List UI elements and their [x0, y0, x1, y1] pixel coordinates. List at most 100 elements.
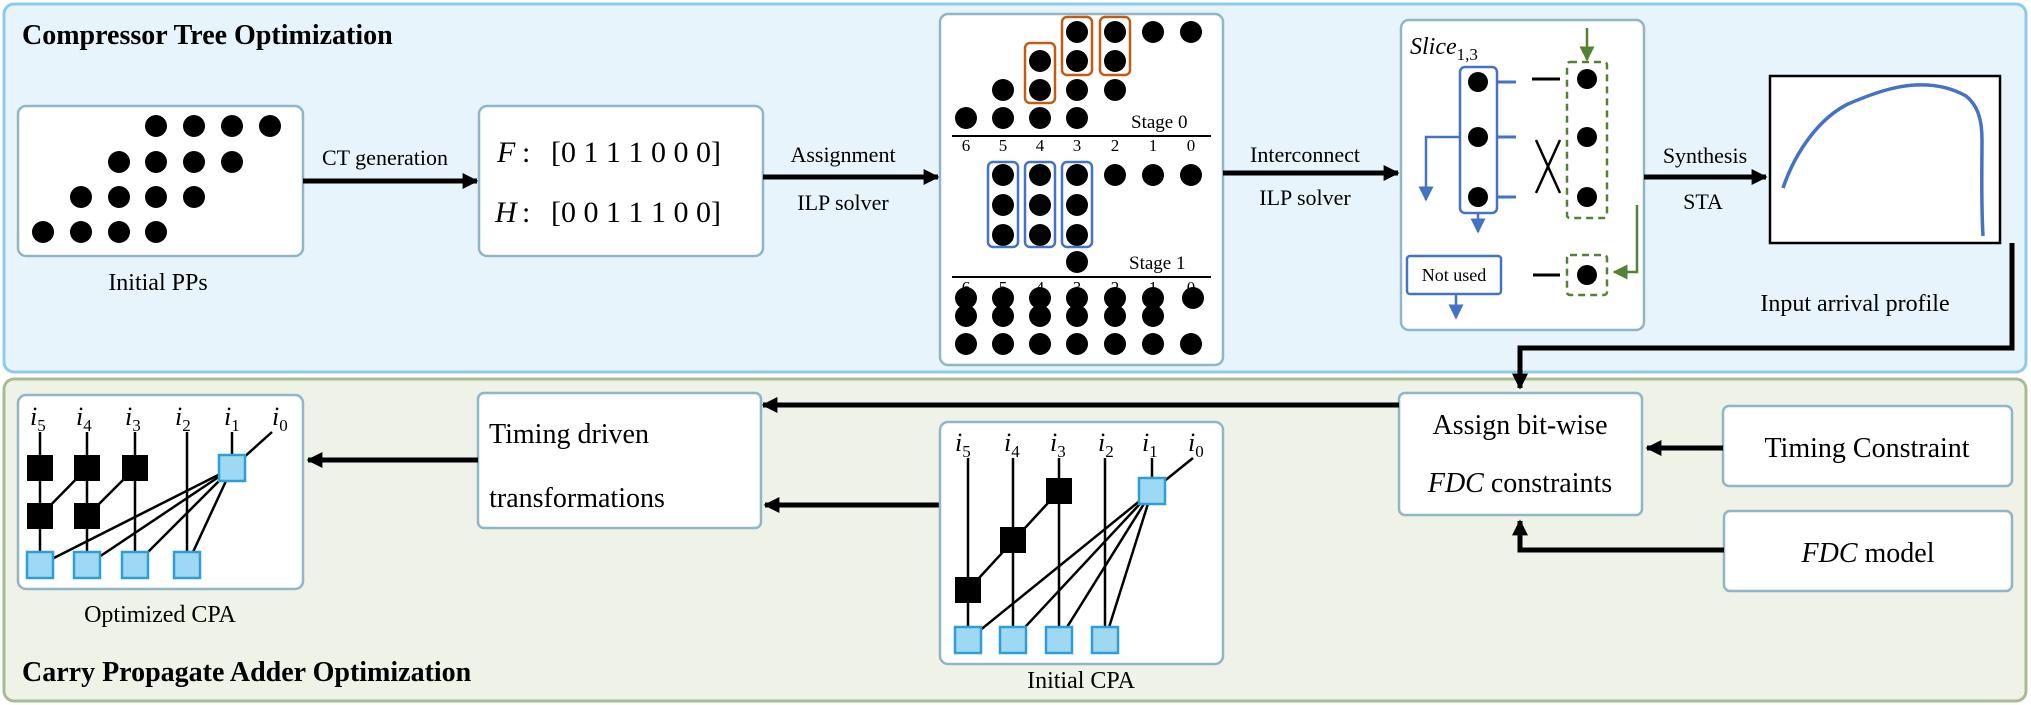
stage-dot [1142, 21, 1164, 43]
stage-dot [1029, 164, 1051, 186]
stage-dot [1180, 164, 1202, 186]
stage-column-label: 6 [962, 278, 971, 297]
pp-dot [70, 186, 92, 208]
stage-dot [955, 107, 977, 129]
stage-dot [955, 305, 977, 327]
fh-vector-box [477, 104, 765, 258]
stage-column-label: 4 [1036, 278, 1045, 297]
stage-dot [1104, 305, 1126, 327]
stage-dot [955, 333, 977, 355]
slice-subscript: 1,3 [1457, 45, 1478, 64]
cpa-black-cell [74, 455, 100, 481]
compressor-bracket [1060, 15, 1094, 77]
cpa-prefix-cell [72, 550, 102, 580]
stage-column-label: 6 [962, 136, 971, 155]
stage-column-label: 0 [1187, 278, 1196, 297]
cpa-prefix-cell [1137, 476, 1167, 506]
stage-dot [1029, 194, 1051, 216]
stage-dot [1066, 287, 1088, 309]
pp-dot [145, 186, 167, 208]
pp-dot [145, 151, 167, 173]
ct-generation-label: CT generation [322, 145, 448, 170]
arrival-profile-caption: Input arrival profile [1760, 291, 1949, 317]
stage-dot [1066, 194, 1088, 216]
cpa-section-title: Carry Propagate Adder Optimization [22, 657, 472, 688]
cpa-black-cell [122, 455, 148, 481]
stage-dot [1066, 50, 1088, 72]
stage-column-label: 4 [1036, 136, 1045, 155]
timing-constraint-label: Timing Constraint [1764, 433, 1969, 464]
pp-dot [145, 221, 167, 243]
stage-dot [992, 333, 1014, 355]
h-colon: : [522, 196, 530, 229]
arrow-fdc-to-assign [1511, 519, 1724, 553]
cpa-prefix-cell [217, 453, 247, 483]
stage1-label: Stage 1 [1129, 253, 1185, 274]
slice-next-bracket [1565, 253, 1609, 297]
timing-driven-line1: Timing driven [489, 419, 649, 450]
slice-output-dot [1577, 69, 1597, 89]
cpa-wire [1012, 490, 1153, 641]
compressor-bracket [1023, 160, 1057, 249]
cpa-prefix-cell [25, 550, 55, 580]
cpa-wire [1103, 490, 1154, 641]
stage-dot [1142, 164, 1164, 186]
slice-output-dot [1577, 127, 1597, 147]
stage-dot [1182, 287, 1204, 309]
stage-dot [1066, 164, 1088, 186]
interconnect-label: Interconnect [1250, 142, 1360, 167]
stage0-label: Stage 0 [1131, 112, 1187, 133]
stage-dot [1029, 224, 1051, 246]
slice-input-dot [1468, 127, 1488, 147]
stage-dot [1180, 21, 1202, 43]
cpa-wire [967, 490, 1153, 641]
stage-dot [992, 164, 1014, 186]
cpa-prefix-cell [1044, 625, 1074, 655]
pp-dot [145, 115, 167, 137]
slice-label: Slice1,3 [1410, 34, 1478, 64]
compressor-bracket [1060, 160, 1094, 249]
cpa-wire [39, 466, 233, 567]
stage-dot [1104, 50, 1126, 72]
slice-next-dot [1577, 265, 1597, 285]
stage-dot [1066, 333, 1088, 355]
cpa-black-cell [27, 455, 53, 481]
f-vector: [0 1 1 1 0 0 0] [551, 136, 721, 169]
arrival-profile-curve [1781, 83, 1985, 237]
stage-dot [1104, 79, 1126, 101]
arrival-profile-box [1768, 74, 2002, 245]
pp-dot [183, 115, 205, 137]
cpa-prefix-cell [1090, 625, 1120, 655]
initial-pps-dots [32, 115, 281, 243]
ilp-solver-label-2: ILP solver [1259, 185, 1351, 210]
not-used-label: Not used [1422, 265, 1487, 285]
assign-constraints-box [1397, 391, 1644, 517]
pp-dot [32, 221, 54, 243]
stage-dot [992, 194, 1014, 216]
cpa-black-cell [1000, 527, 1026, 553]
stage-column-label: 0 [1187, 136, 1196, 155]
not-used-box [1405, 254, 1503, 296]
pp-dot [183, 151, 205, 173]
slice-green-feedback [1612, 205, 1639, 280]
pp-dot [221, 151, 243, 173]
pp-dot [108, 151, 130, 173]
stage-dot [1104, 21, 1126, 43]
assign-line2: FDC constraints [1427, 468, 1612, 499]
cpa-black-cell [955, 577, 981, 603]
stage-column-label: 2 [1111, 278, 1120, 297]
cpa-wire [86, 466, 233, 567]
stage-dot [1029, 79, 1051, 101]
optimized-cpa-caption: Optimized CPA [84, 602, 236, 628]
stage-dot [1029, 50, 1051, 72]
stage-dot [992, 287, 1014, 309]
stage-dot [1066, 21, 1088, 43]
cpa-wire [134, 467, 233, 566]
stage-column-label: 1 [1149, 278, 1158, 297]
stage-dot [992, 79, 1014, 101]
stage-dot [1029, 333, 1051, 355]
cpa-prefix-cell [953, 625, 983, 655]
